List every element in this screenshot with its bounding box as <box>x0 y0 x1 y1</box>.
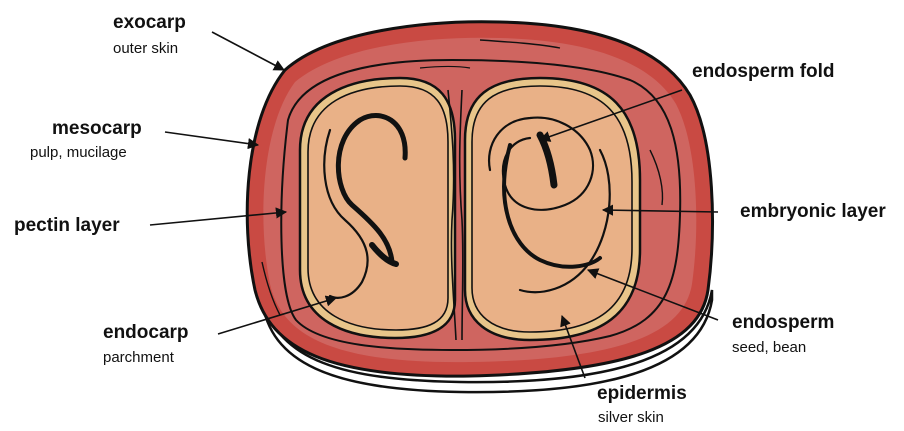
right-bean <box>465 78 640 340</box>
label-epidermis-desc: silver skin <box>598 409 664 426</box>
label-endocarp-desc: parchment <box>103 349 175 366</box>
leader-mesocarp <box>165 132 258 145</box>
label-epidermis: epidermis <box>597 383 687 404</box>
label-endosperm-fold: endosperm fold <box>692 61 835 82</box>
label-mesocarp-desc: pulp, mucilage <box>30 144 127 161</box>
label-pectin-layer: pectin layer <box>14 215 120 236</box>
left-bean <box>300 78 455 338</box>
endosperm-left <box>308 86 448 330</box>
label-exocarp-desc: outer skin <box>113 40 178 57</box>
label-endocarp: endocarp <box>103 322 189 343</box>
label-mesocarp: mesocarp <box>52 118 142 139</box>
label-embryonic-layer: embryonic layer <box>740 201 886 222</box>
label-exocarp: exocarp <box>113 12 186 33</box>
label-endosperm-desc: seed, bean <box>732 339 806 356</box>
coffee-cherry-illustration <box>247 22 712 392</box>
leader-exocarp <box>212 32 284 70</box>
label-endosperm: endosperm <box>732 312 834 333</box>
